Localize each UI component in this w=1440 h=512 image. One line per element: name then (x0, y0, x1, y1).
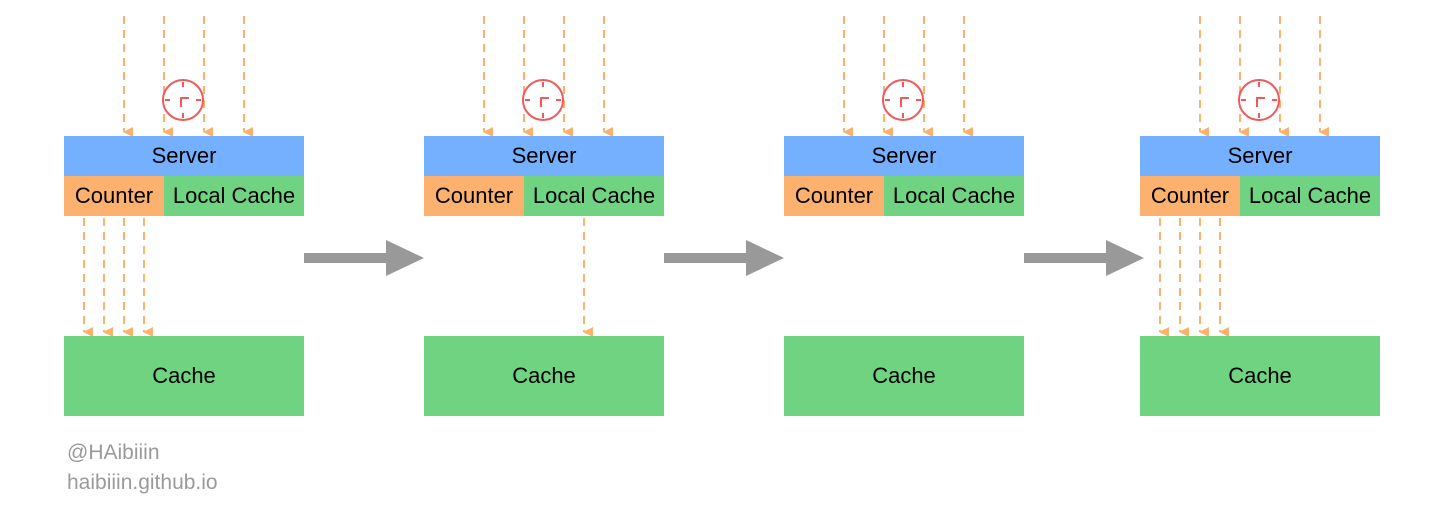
cache-label: Cache (872, 363, 936, 388)
counter-label: Counter (435, 183, 513, 208)
local-cache-box (884, 176, 1024, 216)
cache-box (64, 336, 304, 416)
counter-box (424, 176, 524, 216)
server-box (424, 136, 664, 176)
author-handle: @HAibiiin (67, 441, 160, 464)
local-cache-label: Local Cache (893, 183, 1015, 208)
counter-box (64, 176, 164, 216)
server-box (1140, 136, 1380, 176)
server-label: Server (1228, 143, 1293, 168)
counter-label: Counter (75, 183, 153, 208)
cache-box (1140, 336, 1380, 416)
local-cache-label: Local Cache (533, 183, 655, 208)
clock-icon (522, 79, 564, 121)
counter-label: Counter (795, 183, 873, 208)
credits: @HAibiiin haibiiin.github.io (67, 438, 218, 498)
clock-icon (1238, 79, 1280, 121)
author-site: haibiiin.github.io (67, 471, 218, 494)
counter-label: Counter (1151, 183, 1229, 208)
right-arrow-icon (304, 240, 424, 276)
right-arrow-icon (664, 240, 784, 276)
local-cache-box (524, 176, 664, 216)
right-arrow-icon (1024, 240, 1144, 276)
local-cache-label: Local Cache (173, 183, 295, 208)
cache-box (424, 336, 664, 416)
cache-label: Cache (1228, 363, 1292, 388)
cache-label: Cache (512, 363, 576, 388)
counter-box (1140, 176, 1240, 216)
server-label: Server (512, 143, 577, 168)
server-box (64, 136, 304, 176)
local-cache-box (1240, 176, 1380, 216)
cache-box (784, 336, 1024, 416)
counter-box (784, 176, 884, 216)
server-label: Server (872, 143, 937, 168)
local-cache-label: Local Cache (1249, 183, 1371, 208)
clock-icon (162, 79, 204, 121)
server-box (784, 136, 1024, 176)
cache-label: Cache (152, 363, 216, 388)
local-cache-box (164, 176, 304, 216)
server-label: Server (152, 143, 217, 168)
clock-icon (882, 79, 924, 121)
